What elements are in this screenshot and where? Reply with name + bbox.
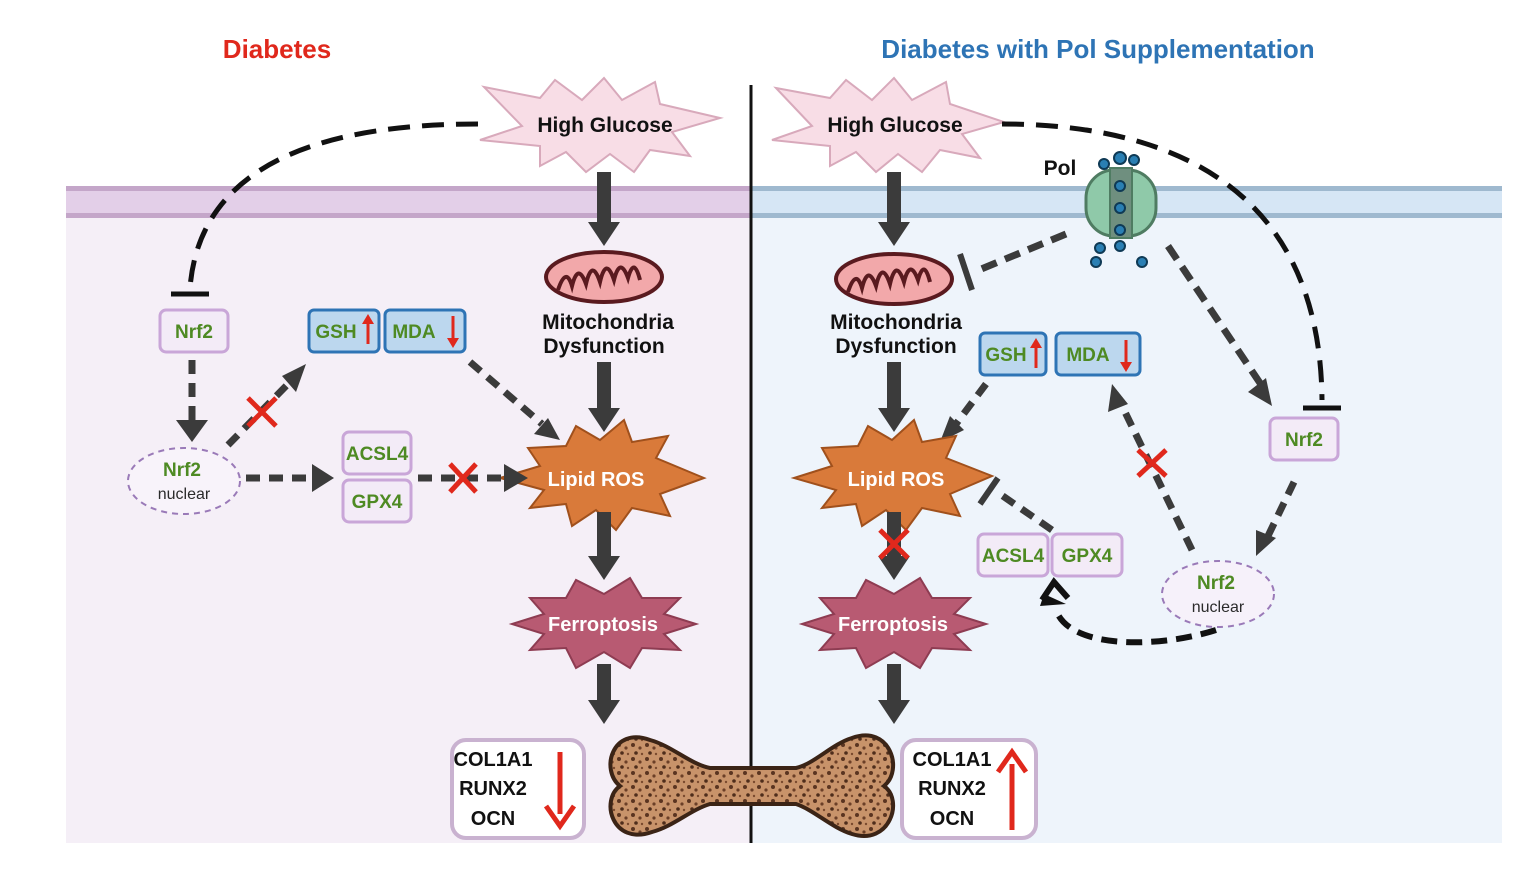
down-arrow-icon bbox=[543, 752, 577, 831]
right-gene-2: RUNX2 bbox=[918, 778, 986, 800]
left-nrf2-box bbox=[158, 308, 230, 354]
right-mitochondria-icon bbox=[834, 252, 954, 306]
right-ferroptosis-label: Ferroptosis bbox=[838, 614, 948, 636]
left-lipid-ros-label: Lipid ROS bbox=[548, 469, 645, 491]
left-cross-icon-gsh bbox=[246, 396, 278, 428]
down-arrow-icon bbox=[1120, 340, 1132, 372]
right-high-glucose-burst bbox=[771, 76, 1008, 174]
up-arrow-icon bbox=[995, 747, 1029, 830]
right-gpx4-label: GPX4 bbox=[1062, 546, 1113, 567]
right-mda-label: MDA bbox=[1066, 345, 1110, 366]
left-gene-2: RUNX2 bbox=[459, 778, 527, 800]
left-mda-box bbox=[383, 308, 467, 354]
left-gpx4-box bbox=[341, 478, 413, 524]
right-gpx4-box bbox=[1050, 532, 1124, 578]
left-gsh-label: GSH bbox=[315, 322, 356, 343]
left-nrf2-label: Nrf2 bbox=[175, 322, 213, 343]
right-acsl4-box bbox=[976, 532, 1050, 578]
left-acsl4-box bbox=[341, 430, 413, 476]
right-cross-icon-ferroptosis bbox=[878, 528, 910, 560]
left-high-glucose-burst bbox=[479, 76, 724, 174]
left-nrf2-nuclear bbox=[127, 447, 241, 515]
right-gene-3: OCN bbox=[930, 808, 974, 830]
right-gene-1: COL1A1 bbox=[913, 749, 992, 771]
left-panel-title: Diabetes bbox=[223, 34, 331, 64]
down-arrow-icon bbox=[447, 316, 459, 348]
left-ferroptosis-burst bbox=[508, 576, 700, 670]
right-cross-icon-mda bbox=[1136, 448, 1168, 478]
left-nrf2-nuclear-label-2: nuclear bbox=[158, 486, 211, 503]
right-ferroptosis-burst bbox=[798, 576, 990, 670]
left-glucose-to-nrf2-inhibit bbox=[187, 121, 479, 289]
left-mitochondria-icon bbox=[544, 250, 664, 304]
left-mda-label: MDA bbox=[392, 322, 436, 343]
left-gene-1: COL1A1 bbox=[454, 749, 533, 771]
right-high-glucose-label: High Glucose bbox=[827, 114, 962, 137]
left-gene-3: OCN bbox=[471, 808, 515, 830]
right-mda-box bbox=[1054, 331, 1142, 377]
left-cross-icon-gpx4 bbox=[448, 462, 478, 494]
right-lipid-ros-label: Lipid ROS bbox=[848, 469, 945, 491]
up-arrow-icon bbox=[362, 314, 374, 344]
left-membrane bbox=[66, 186, 750, 218]
right-nrf2-label: Nrf2 bbox=[1285, 430, 1323, 451]
left-nrf2-nuclear-label-1: Nrf2 bbox=[163, 460, 201, 481]
left-high-glucose-label: High Glucose bbox=[537, 114, 672, 137]
left-mito-label-1: Mitochondria bbox=[542, 311, 674, 334]
right-lipid-ros-burst bbox=[790, 418, 995, 532]
left-gsh-box bbox=[307, 308, 381, 354]
up-arrow-icon bbox=[1030, 338, 1042, 368]
right-mito-label-2: Dysfunction bbox=[835, 335, 956, 358]
left-mito-label-2: Dysfunction bbox=[543, 335, 664, 358]
right-gsh-box bbox=[978, 331, 1048, 377]
right-acsl4-label: ACSL4 bbox=[982, 546, 1045, 567]
right-panel-title: Diabetes with Pol Supplementation bbox=[881, 34, 1314, 64]
right-nrf2-nuclear bbox=[1161, 560, 1275, 628]
left-acsl4-label: ACSL4 bbox=[346, 444, 409, 465]
bone-icon bbox=[608, 733, 895, 838]
right-nrf2-box bbox=[1268, 416, 1340, 462]
channel-protein-icon bbox=[1084, 151, 1158, 268]
left-lipid-ros-burst bbox=[496, 418, 707, 532]
right-gsh-label: GSH bbox=[985, 345, 1026, 366]
right-nrf2-nuclear-label-2: nuclear bbox=[1192, 599, 1245, 616]
right-mito-label-1: Mitochondria bbox=[830, 311, 962, 334]
left-ferroptosis-label: Ferroptosis bbox=[548, 614, 658, 636]
pol-label: Pol bbox=[1044, 157, 1077, 180]
right-nrf2-nuclear-label-1: Nrf2 bbox=[1197, 573, 1235, 594]
left-gpx4-label: GPX4 bbox=[352, 492, 403, 513]
